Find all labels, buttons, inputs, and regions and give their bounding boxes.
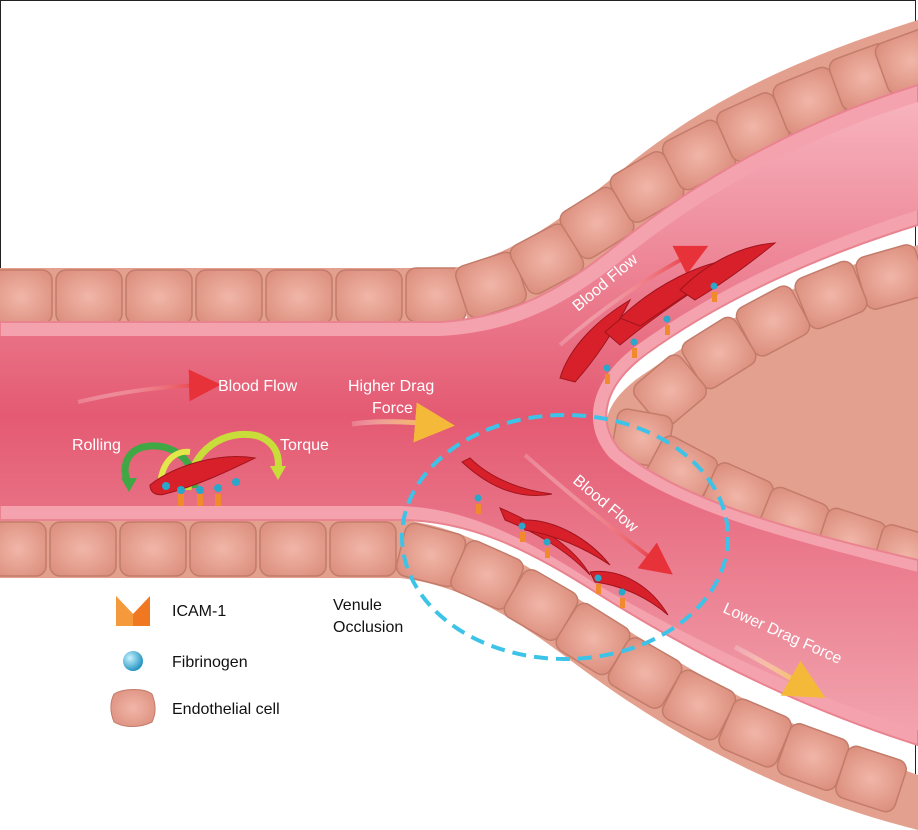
- endothelial-cell-legend-icon: [111, 690, 155, 727]
- label-higher-drag-2: Force: [372, 400, 413, 417]
- legend-fibrinogen-label: Fibrinogen: [172, 654, 248, 671]
- label-rolling: Rolling: [72, 437, 121, 454]
- label-higher-drag-1: Higher Drag: [348, 378, 434, 395]
- label-blood-flow-left: Blood Flow: [218, 378, 298, 395]
- label-venule: Venule: [333, 597, 382, 614]
- legend-endothelial-label: Endothelial cell: [172, 701, 280, 718]
- legend-icam-label: ICAM-1: [172, 603, 226, 620]
- higher-drag-arrow: [352, 422, 435, 424]
- fibrinogen-legend-icon: [123, 651, 143, 671]
- label-torque: Torque: [280, 437, 329, 454]
- label-occlusion: Occlusion: [333, 619, 403, 636]
